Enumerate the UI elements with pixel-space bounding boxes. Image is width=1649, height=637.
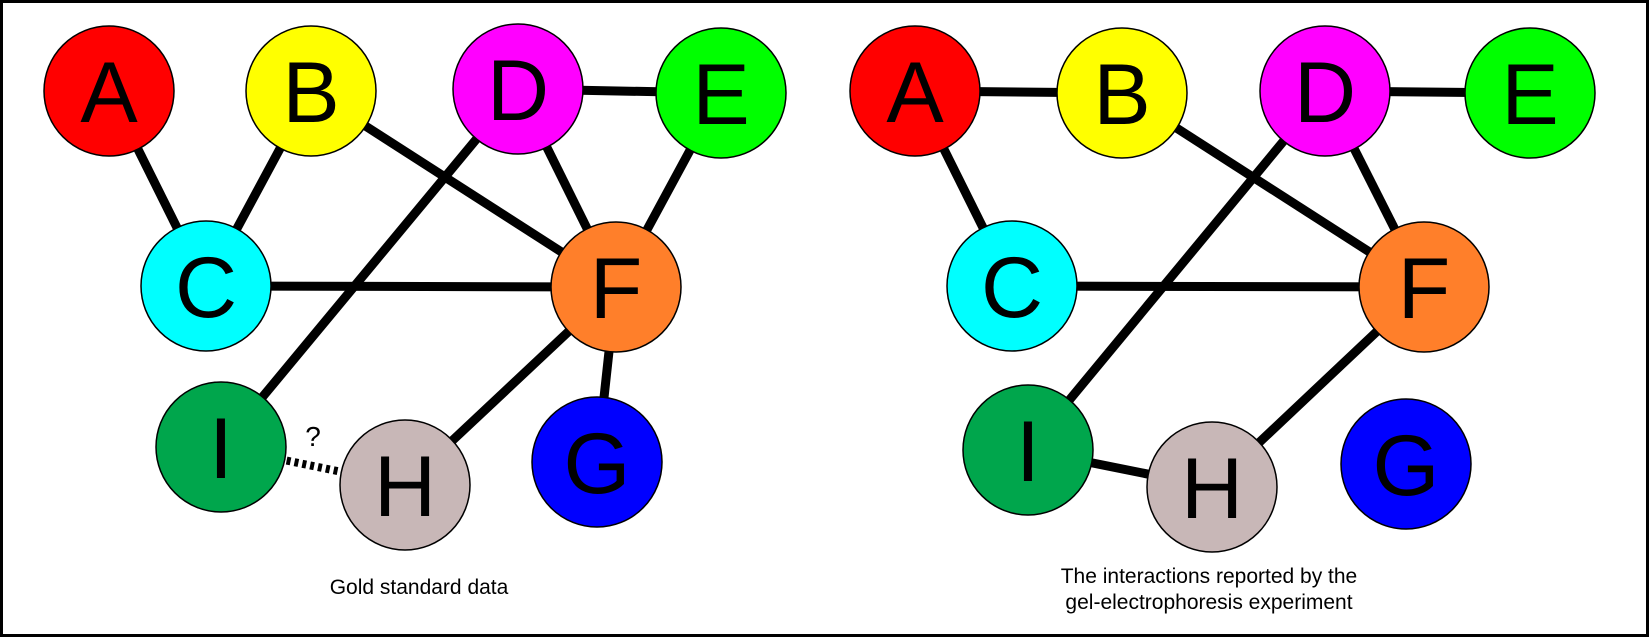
node-E: E (655, 27, 787, 159)
diagram-gold-standard: ? A B D E C F I H G Gold standard data (43, 23, 787, 599)
node-circle-B (1056, 27, 1188, 159)
node-label-C: C (175, 240, 237, 336)
node-label-A: A (80, 45, 138, 141)
node-circle-H (339, 419, 471, 551)
node-label-E: E (1501, 47, 1558, 143)
edge-label-question-mark: ? (305, 421, 321, 452)
node-label-H: H (374, 439, 436, 535)
node-circle-I (962, 384, 1094, 516)
node-circle-I (155, 381, 287, 513)
node-circle-G (531, 396, 663, 528)
node-circle-A (849, 25, 981, 157)
node-I: I (155, 381, 287, 513)
node-C: C (140, 220, 272, 352)
node-D: D (452, 23, 584, 155)
node-circle-F (550, 221, 682, 353)
node-label-A: A (886, 45, 944, 141)
caption-line: The interactions reported by the (1061, 565, 1358, 588)
node-circle-C (140, 220, 272, 352)
node-circle-C (946, 220, 1078, 352)
node-C: C (946, 220, 1078, 352)
node-label-D: D (1294, 45, 1356, 141)
node-circle-G (1340, 398, 1472, 530)
node-label-B: B (282, 45, 339, 141)
node-circle-H (1146, 421, 1278, 553)
node-circle-E (1464, 27, 1596, 159)
node-I: I (962, 384, 1094, 516)
node-label-I: I (1016, 404, 1040, 500)
edge-C-F (1011, 281, 1425, 292)
node-circle-F (1358, 221, 1490, 353)
node-label-F: F (1398, 241, 1451, 337)
node-circle-E (655, 27, 787, 159)
node-H: H (339, 419, 471, 551)
node-label-G: G (564, 416, 631, 512)
node-G: G (1340, 398, 1472, 530)
node-circle-A (43, 25, 175, 157)
node-label-H: H (1181, 441, 1243, 537)
node-F: F (550, 221, 682, 353)
node-D: D (1259, 25, 1391, 157)
node-circle-B (245, 25, 377, 157)
node-B: B (1056, 27, 1188, 159)
node-circle-D (1259, 25, 1391, 157)
edge-D-I (217, 86, 522, 450)
edge-I-H-uncertain (285, 456, 341, 476)
caption-line: gel-electrophoresis experiment (1065, 591, 1352, 614)
caption-line: Gold standard data (330, 576, 509, 599)
node-H: H (1146, 421, 1278, 553)
node-label-C: C (981, 240, 1043, 336)
node-label-B: B (1093, 47, 1150, 143)
node-label-I: I (209, 401, 233, 497)
node-circle-D (452, 23, 584, 155)
diagram-gel-electrophoresis: A B D E C F I H G The interactions reported by th… (849, 25, 1596, 614)
node-B: B (245, 25, 377, 157)
node-label-G: G (1373, 418, 1440, 514)
node-label-E: E (692, 47, 749, 143)
node-F: F (1358, 221, 1490, 353)
node-G: G (531, 396, 663, 528)
edge-C-F (205, 281, 617, 292)
node-label-D: D (487, 43, 549, 139)
node-E: E (1464, 27, 1596, 159)
edge-D-I (1024, 88, 1329, 453)
node-label-F: F (590, 241, 643, 337)
node-A: A (43, 25, 175, 157)
node-A: A (849, 25, 981, 157)
